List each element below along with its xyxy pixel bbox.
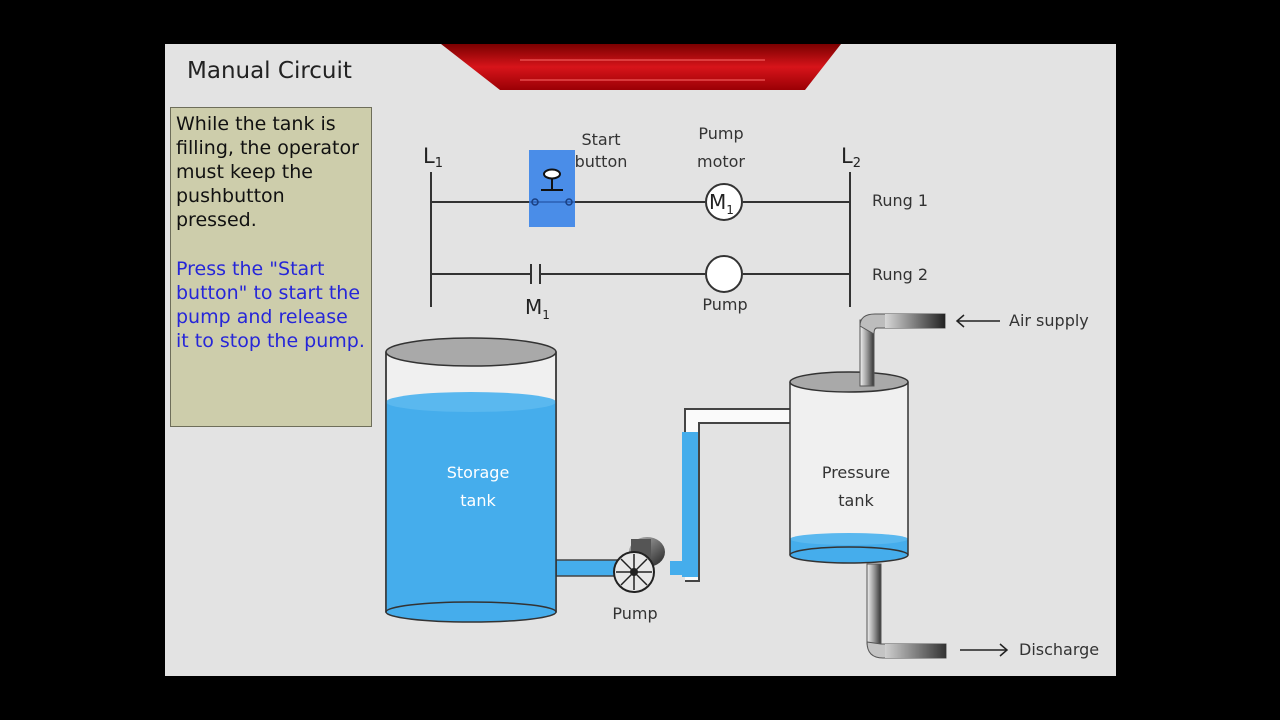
pressure-tank-label-line1: Pressure: [822, 463, 890, 482]
diagram-canvas: L1 L2 Start button Pump motor M1 M1 Pump…: [385, 44, 1099, 659]
l1-label: L1: [423, 144, 443, 171]
transfer-pipe: [555, 408, 792, 582]
rung2-label: Rung 2: [872, 265, 928, 284]
pump-motor-label-line1: Pump: [698, 124, 743, 143]
pump-lamp-label: Pump: [702, 295, 747, 314]
l2-label: L2: [841, 144, 861, 171]
pressure-tank-label-line2: tank: [838, 491, 874, 510]
motor-coil-m1: [705, 183, 743, 221]
storage-tank-label-line2: tank: [460, 491, 496, 510]
discharge-arrow: [960, 643, 1009, 657]
slide: L1 L2 Start button Pump motor M1 M1 Pump…: [165, 44, 1116, 676]
pump-label: Pump: [612, 604, 657, 623]
air-supply-arrow: [955, 314, 1000, 328]
ladder-diagram: [430, 172, 851, 307]
red-banner: [441, 44, 841, 90]
info-description: While the tank is filling, the operator …: [176, 113, 359, 231]
discharge-label: Discharge: [1019, 640, 1099, 659]
discharge-pipe: [866, 563, 947, 659]
coil-m1-label: M1: [709, 190, 734, 217]
air-supply-label: Air supply: [1009, 311, 1089, 330]
rung1-label: Rung 1: [872, 191, 928, 210]
contact-m1-label: M1: [525, 295, 550, 322]
pump-motor-label-line2: motor: [697, 152, 745, 171]
pump-lamp: [705, 255, 743, 293]
pressure-tank: [789, 371, 909, 564]
info-panel: While the tank is filling, the operator …: [170, 107, 372, 427]
air-supply-pipe: [859, 313, 946, 387]
storage-tank-label-line1: Storage: [447, 463, 510, 482]
m1-contact: [530, 264, 541, 284]
pump: [613, 537, 665, 593]
start-button[interactable]: [529, 150, 575, 227]
start-button-label-line1: Start: [581, 130, 620, 149]
storage-tank: [385, 337, 557, 623]
info-instruction: Press the "Start button" to start the pu…: [176, 258, 365, 352]
page-title: Manual Circuit: [187, 58, 352, 84]
start-button-label-line2: button: [575, 152, 628, 171]
